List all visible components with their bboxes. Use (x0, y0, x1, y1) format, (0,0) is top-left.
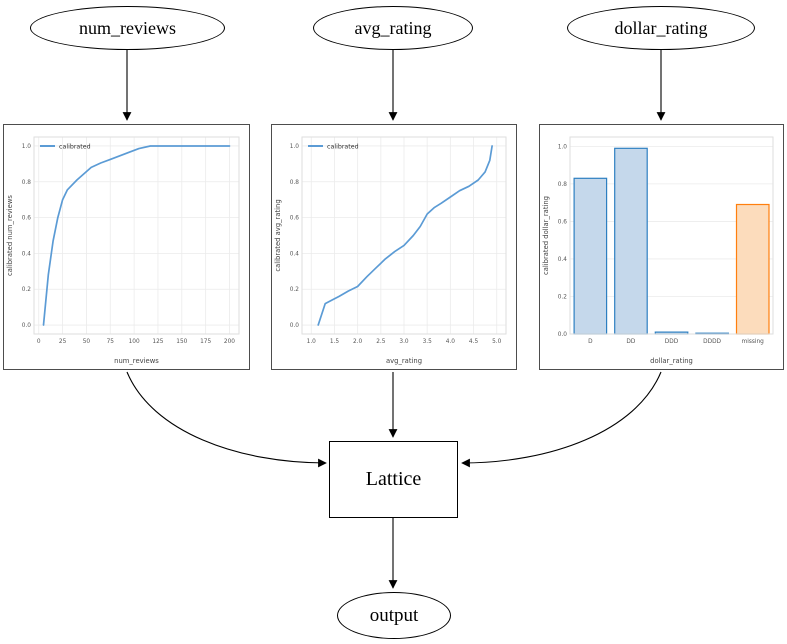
node-lattice-label: Lattice (365, 468, 422, 490)
calibration-chart-avg-rating: 0.0 0.2 0.4 0.6 0.8 1.0 1.0 1.5 2.0 2.5 3.0 3.5 4.0 4… (271, 124, 517, 370)
x-tick-label: 0 (37, 339, 41, 345)
chart-canvas: 0.0 0.2 0.4 0.6 0.8 1.0 0 25 50 75 100 125 150 175 200… (6, 136, 240, 365)
y-tick-label: 1.0 (558, 144, 568, 150)
x-tick-label: 5.0 (492, 339, 502, 345)
y-axis-label: calibrated num_reviews (6, 195, 14, 276)
legend-label: calibrated (59, 144, 91, 151)
x-tick-label: DD (626, 339, 635, 345)
bar-D (573, 177, 608, 335)
x-tick-label: 3.0 (399, 339, 409, 345)
x-tick-label: 4.0 (446, 339, 456, 345)
y-tick-label: 0.2 (558, 294, 568, 300)
x-tick-label: 200 (224, 339, 235, 345)
y-tick-label: 0.8 (290, 180, 300, 186)
y-tick-label: 0.4 (290, 251, 300, 257)
node-dollar-rating-label: dollar_rating (614, 17, 708, 38)
x-tick-label: 3.5 (423, 339, 433, 345)
node-output: output (337, 592, 451, 639)
x-tick-label: D (588, 339, 593, 345)
x-tick-label: 175 (200, 339, 211, 345)
y-tick-label: 0.2 (290, 287, 300, 293)
y-tick-label: 0.4 (22, 251, 32, 257)
y-tick-label: 0.0 (22, 323, 32, 329)
x-tick-label: 150 (176, 339, 187, 345)
node-num-reviews: num_reviews (30, 6, 225, 50)
edge-calibrator3-to-lattice (461, 371, 662, 468)
calibration-curve (42, 145, 231, 326)
x-axis-label: avg_rating (386, 357, 422, 365)
y-axis-label: calibrated dollar_rating (542, 196, 550, 275)
y-tick-label: 0.6 (290, 216, 300, 222)
y-tick-label: 0.6 (558, 219, 568, 225)
x-tick-label: missing (742, 339, 765, 345)
legend-label: calibrated (327, 144, 359, 151)
y-tick-label: 0.0 (290, 323, 300, 329)
y-axis-label: calibrated avg_rating (274, 199, 282, 271)
x-tick-label: 75 (107, 339, 115, 345)
y-tick-label: 0.2 (22, 287, 32, 293)
x-tick-label: 125 (152, 339, 163, 345)
x-tick-label: 1.0 (307, 339, 317, 345)
node-lattice: Lattice (329, 441, 458, 518)
node-dollar-rating: dollar_rating (567, 6, 755, 50)
bar-DD (614, 147, 648, 335)
y-tick-label: 0.8 (22, 180, 32, 186)
x-tick-label: 4.5 (469, 339, 479, 345)
calibration-curve (317, 145, 493, 326)
x-tick-label: 2.0 (353, 339, 363, 345)
y-tick-label: 0.4 (558, 257, 568, 263)
bar-missing (735, 203, 770, 335)
node-avg-rating-label: avg_rating (354, 17, 432, 38)
y-tick-label: 0.6 (22, 216, 32, 222)
node-output-label: output (369, 604, 419, 626)
edge-calibrator1-to-lattice (126, 371, 327, 468)
x-tick-label: 2.5 (376, 339, 386, 345)
node-avg-rating: avg_rating (313, 6, 473, 50)
x-tick-label: 1.5 (330, 339, 340, 345)
node-num-reviews-label: num_reviews (79, 17, 176, 38)
x-tick-label: 25 (59, 339, 67, 345)
y-tick-label: 0.0 (558, 332, 568, 338)
chart-canvas: 0.0 0.2 0.4 0.6 0.8 1.0 1.0 1.5 2.0 2.5 3.0 3.5 4.0 4… (274, 136, 507, 365)
x-tick-label: 50 (83, 339, 91, 345)
y-tick-label: 0.8 (558, 182, 568, 188)
calibration-chart-num-reviews: 0.0 0.2 0.4 0.6 0.8 1.0 0 25 50 75 100 125 150 175 200… (3, 124, 250, 370)
y-tick-label: 1.0 (22, 144, 32, 150)
x-tick-label: DDD (665, 339, 679, 345)
x-axis-label: dollar_rating (650, 357, 693, 365)
x-tick-label: 100 (129, 339, 140, 345)
x-axis-label: num_reviews (114, 357, 159, 365)
x-tick-label: DDDD (703, 339, 721, 345)
y-tick-label: 1.0 (290, 144, 300, 150)
